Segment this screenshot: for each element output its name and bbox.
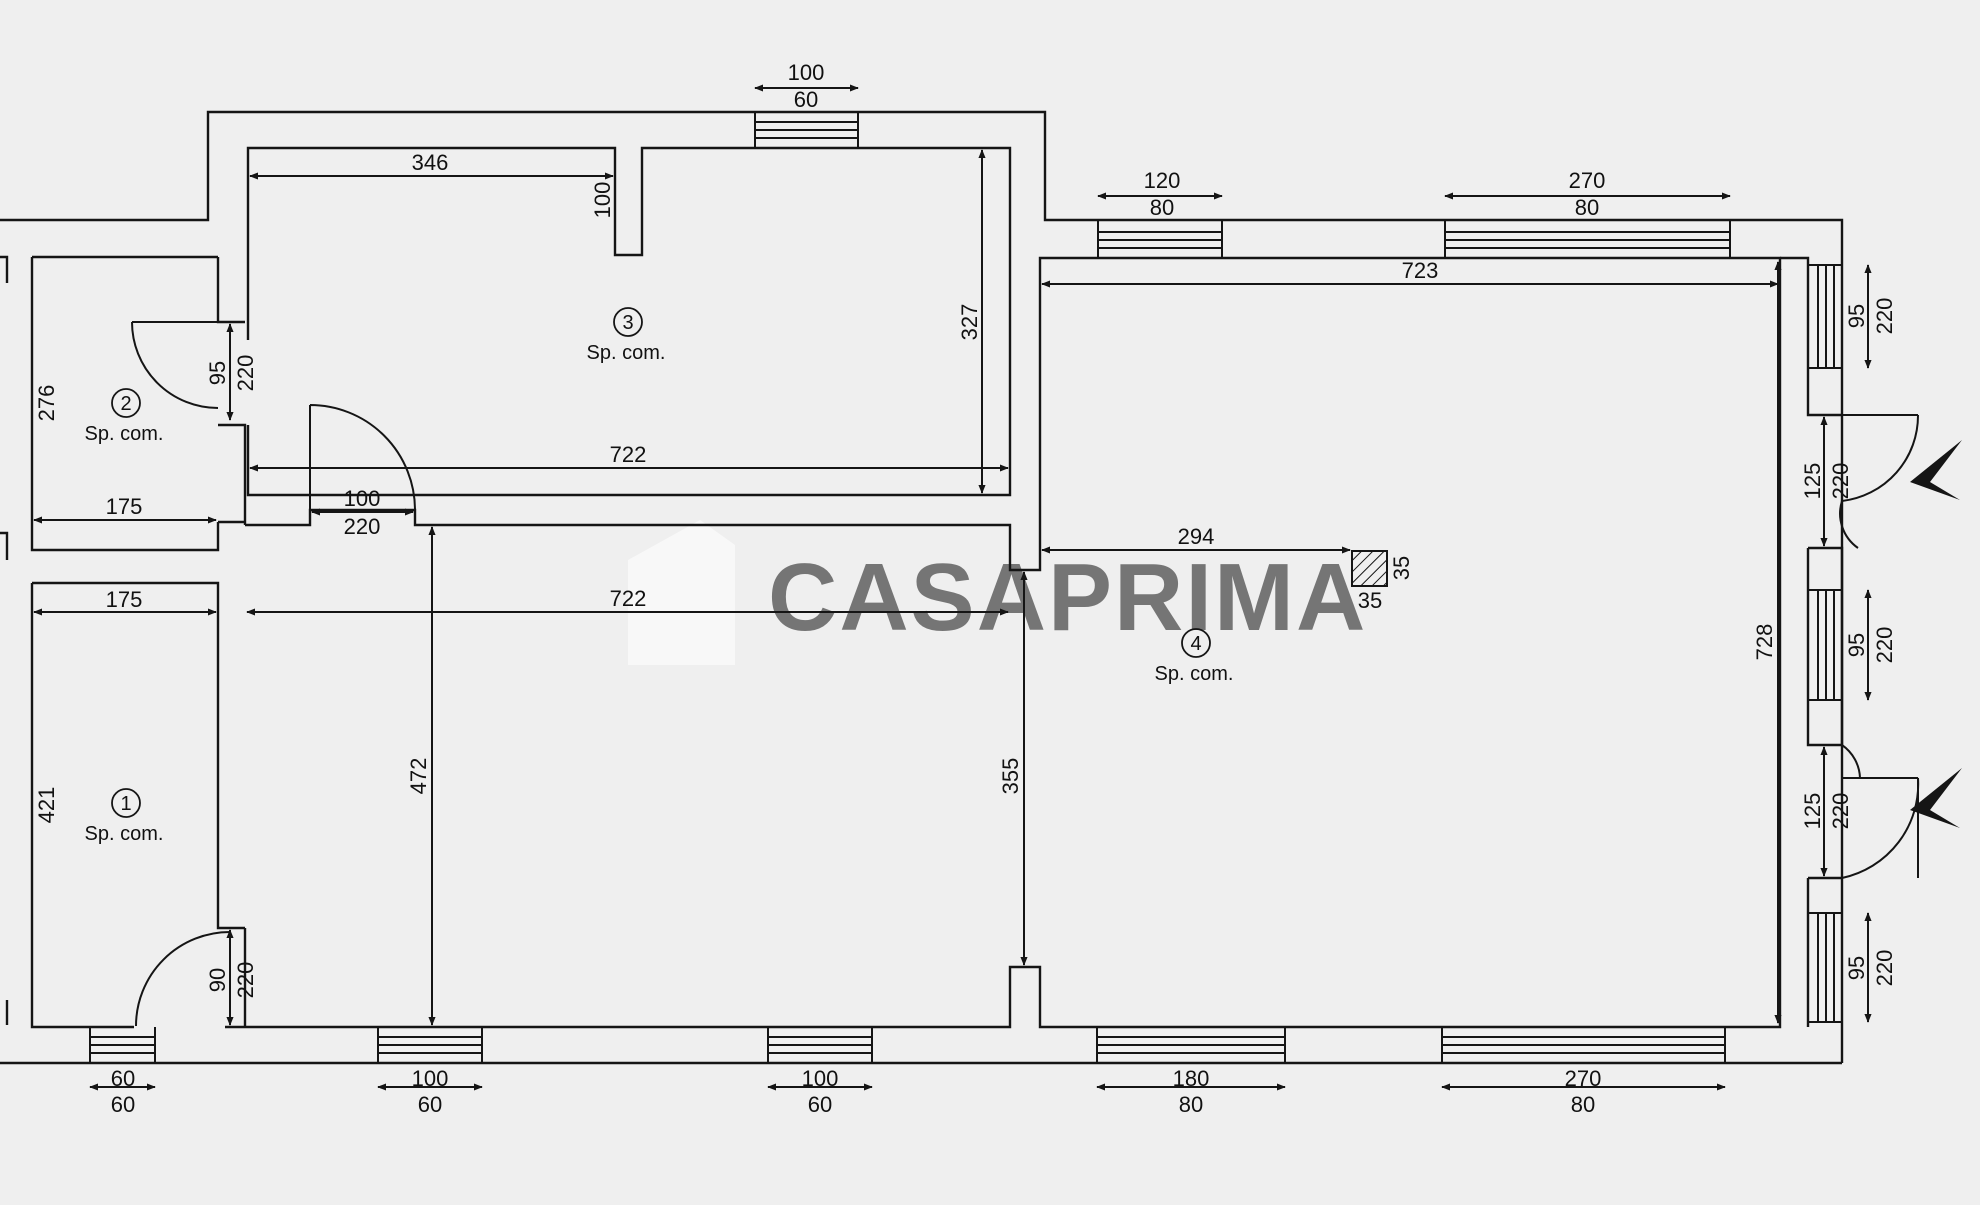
room-4-label: 4 Sp. com. <box>1155 628 1234 685</box>
room-1-name: Sp. com. <box>85 823 164 845</box>
dim-room3-stub: 100 <box>590 182 615 219</box>
dim-right-window1-height: 220 <box>1872 298 1897 335</box>
dim-room1-width: 175 <box>106 587 143 612</box>
dim-right-window3-width: 95 <box>1844 956 1869 980</box>
dim-right-door2-width: 125 <box>1800 793 1825 830</box>
dim-bottom-window5-width: 270 <box>1565 1066 1602 1091</box>
dim-room2-door-width: 95 <box>205 361 230 385</box>
room-2-name: Sp. com. <box>85 423 164 445</box>
door-room-3 <box>309 404 416 511</box>
room-4-name: Sp. com. <box>1155 663 1234 685</box>
dim-partition: 355 <box>998 758 1023 795</box>
dim-right-window3-height: 220 <box>1872 950 1897 987</box>
dim-room1-door-width: 90 <box>205 968 230 992</box>
dim-bottom-window3-width: 100 <box>802 1066 839 1091</box>
room-1-label: 1 Sp. com. <box>85 788 164 845</box>
room-3-number: 3 <box>622 312 633 334</box>
dim-room4-window1-width: 120 <box>1144 168 1181 193</box>
dim-room2-door-height: 220 <box>233 355 258 392</box>
door-entrance-1 <box>1839 414 1920 549</box>
room-4-number: 4 <box>1190 633 1201 655</box>
dim-bottom-window5-height: 80 <box>1571 1092 1595 1117</box>
entrance-arrow-1-icon <box>1910 440 1962 500</box>
room-2-label: 2 Sp. com. <box>85 388 164 445</box>
door-entrance-2 <box>1841 744 1920 879</box>
dim-room1-door-height: 220 <box>233 962 258 999</box>
room-3-label: 3 Sp. com. <box>587 307 666 364</box>
dim-room4-window2-width: 270 <box>1569 168 1606 193</box>
dim-room4-window1-height: 80 <box>1150 195 1174 220</box>
dim-room2-height: 276 <box>34 385 59 422</box>
dim-bottom-window4-height: 80 <box>1179 1092 1203 1117</box>
room-2-number: 2 <box>120 393 131 415</box>
dimension-labels: 100 60 346 100 327 722 95 220 276 175 10… <box>34 60 1897 1117</box>
dim-right-window1-width: 95 <box>1844 304 1869 328</box>
dim-room4-window2-height: 80 <box>1575 195 1599 220</box>
doors <box>131 321 1920 1027</box>
dim-room3-height: 327 <box>957 304 982 341</box>
dim-room3-wall: 346 <box>412 150 449 175</box>
watermark-text: CASAPRIMA <box>768 544 1367 651</box>
dim-bottom-window2-height: 60 <box>418 1092 442 1117</box>
entrance-arrows <box>1910 440 1962 828</box>
watermark: CASAPRIMA <box>628 520 1367 665</box>
door-room-2 <box>131 321 219 409</box>
room-1-number: 1 <box>120 793 131 815</box>
watermark-logo-icon <box>628 520 735 665</box>
dim-room1-height: 421 <box>34 787 59 824</box>
dim-hall-width: 722 <box>610 586 647 611</box>
dim-bottom-window3-height: 60 <box>808 1092 832 1117</box>
dim-pillar-distance: 294 <box>1178 524 1215 549</box>
dim-hall-door-height: 220 <box>344 514 381 539</box>
room-3-name: Sp. com. <box>587 342 666 364</box>
dim-right-window2-height: 220 <box>1872 627 1897 664</box>
dim-right-door1-width: 125 <box>1800 463 1825 500</box>
dim-right-door1-height: 220 <box>1828 463 1853 500</box>
dim-right-door2-height: 220 <box>1828 793 1853 830</box>
dim-bottom-window2-width: 100 <box>412 1066 449 1091</box>
dim-hall-door-width: 100 <box>344 486 381 511</box>
dim-bottom-window4-width: 180 <box>1173 1066 1210 1091</box>
dim-room2-width: 175 <box>106 494 143 519</box>
dim-right-window2-width: 95 <box>1844 633 1869 657</box>
dim-top-window-width: 100 <box>788 60 825 85</box>
dim-top-window-height: 60 <box>794 87 818 112</box>
dim-hall-height: 472 <box>406 758 431 795</box>
pillar <box>1351 550 1388 587</box>
dim-room4-width: 723 <box>1402 258 1439 283</box>
windows <box>89 112 1842 1063</box>
dim-bottom-window1-height: 60 <box>111 1092 135 1117</box>
dim-room4-height: 728 <box>1752 624 1777 661</box>
room-labels: 1 Sp. com. 2 Sp. com. 3 Sp. com. 4 Sp. c… <box>85 307 1234 845</box>
dim-room3-width: 722 <box>610 442 647 467</box>
dim-pillar-width: 35 <box>1358 588 1382 613</box>
entrance-arrow-2-icon <box>1910 768 1962 828</box>
dim-pillar-height: 35 <box>1389 556 1414 580</box>
dim-bottom-window1-width: 60 <box>111 1066 135 1091</box>
dimension-lines <box>33 84 1872 1091</box>
